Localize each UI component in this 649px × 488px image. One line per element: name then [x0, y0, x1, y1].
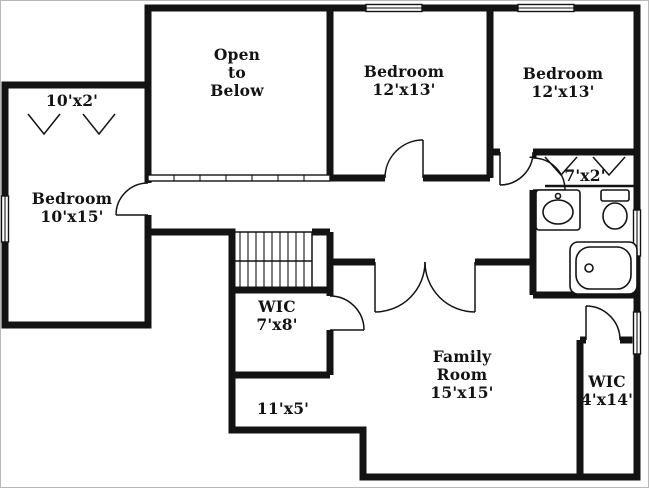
- window-icon: [632, 311, 642, 355]
- room-label-hall-bottom: 11'x5': [257, 399, 309, 418]
- door-swing-icon: [115, 182, 149, 216]
- door-swing-icon: [499, 151, 534, 186]
- room-label-open-to-below: to: [228, 63, 246, 82]
- room-label-bedroom-left: Bedroom: [32, 189, 113, 208]
- room-label-family-room: 15'x15': [430, 383, 493, 402]
- room-label-wic-center: WIC: [257, 297, 296, 316]
- room-label-bedroom-top-right: 12'x13': [531, 82, 594, 101]
- room-label-bedroom-top-right: Bedroom: [523, 64, 604, 83]
- bathroom-fixtures: [535, 189, 638, 295]
- room-label-closet-right: 7'x2': [564, 166, 605, 185]
- bathtub-icon: [569, 241, 638, 295]
- door-swing-icon: [329, 295, 365, 331]
- room-label-wic-right: 4'x14': [581, 390, 633, 409]
- stairs-icon: [232, 231, 313, 290]
- sink-icon: [535, 189, 581, 231]
- room-label-bedroom-top-center: 12'x13': [372, 80, 435, 99]
- window-icon: [0, 195, 10, 243]
- toilet-icon: [600, 189, 630, 230]
- door-swing-icon: [424, 261, 476, 313]
- room-label-bedroom-left: 10'x15': [40, 207, 103, 226]
- room-label-open-to-below: Below: [210, 81, 264, 100]
- windows: [0, 3, 642, 355]
- window-icon: [365, 3, 423, 13]
- room-label-wic-right: WIC: [587, 372, 626, 391]
- door-swing-icon: [374, 261, 426, 313]
- room-label-family-room: Room: [437, 365, 488, 384]
- door-swing-icon: [585, 305, 621, 341]
- railing-icon: [147, 174, 331, 182]
- room-label-wic-center: 7'x8': [256, 315, 297, 334]
- room-label-bedroom-top-center: Bedroom: [364, 62, 445, 81]
- room-labels: 10'x2' Open to Below Bedroom 12'x13' Bed…: [32, 45, 633, 418]
- window-icon: [517, 3, 575, 13]
- room-label-open-to-below: Open: [214, 45, 260, 64]
- room-label-closet-top-left: 10'x2': [46, 91, 98, 110]
- door-swing-icon: [384, 139, 424, 179]
- closet-rod-chevron-icon: [27, 113, 626, 177]
- room-label-family-room: Family: [433, 347, 492, 366]
